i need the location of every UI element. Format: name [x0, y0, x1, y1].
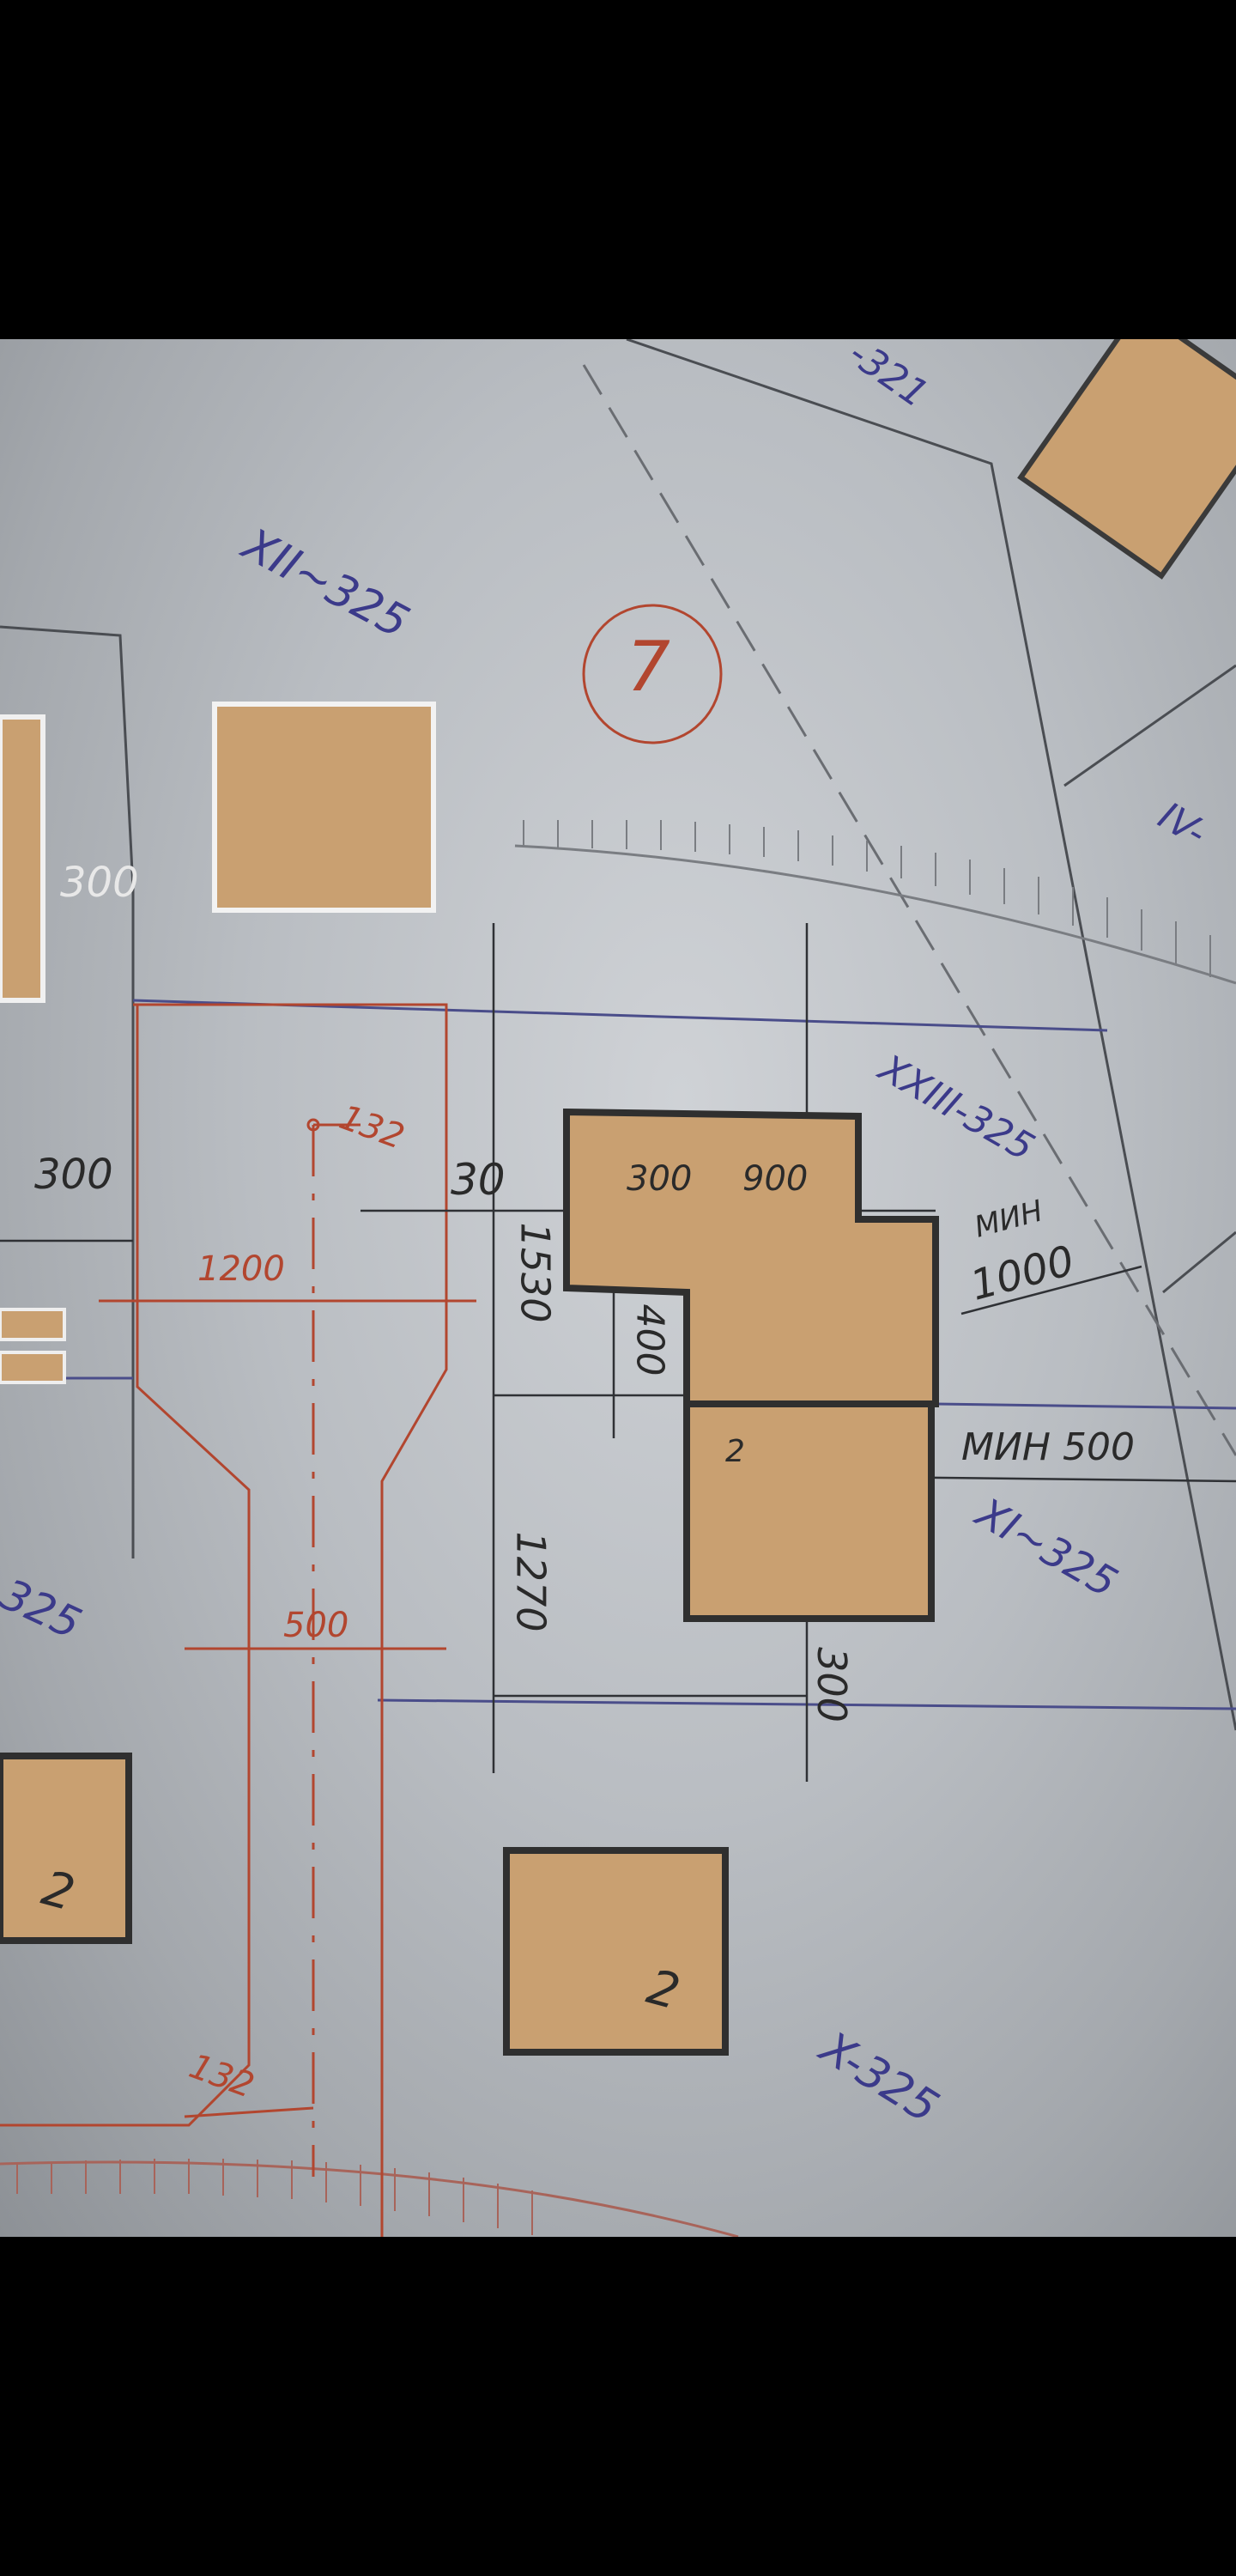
- dim-300-top: 300: [627, 1159, 693, 1199]
- dimension-lines: [0, 923, 1236, 1782]
- dim-min-500: МИН 500: [961, 1425, 1135, 1469]
- dim-1270: 1270: [507, 1531, 554, 1632]
- dim-400: 400: [627, 1303, 672, 1376]
- dashed-lines: [582, 364, 1236, 1456]
- site-plan-drawing: [0, 339, 1236, 2237]
- road-outline: [0, 1003, 476, 2237]
- bottom-black-bar: [0, 2237, 1236, 2576]
- building-number-main: 2: [725, 1434, 745, 1469]
- dim-300-circle: 300: [60, 859, 139, 907]
- dim-900: 900: [742, 1159, 809, 1199]
- dim-300-left: 300: [34, 1151, 113, 1199]
- buildings: [0, 339, 1236, 2056]
- top-black-bar: [0, 0, 1236, 339]
- dim-300-bottom: 300: [808, 1647, 855, 1722]
- dim-1530: 1530: [512, 1222, 559, 1323]
- parcel-lines: [0, 999, 1236, 1710]
- dim-30: 30: [451, 1155, 506, 1205]
- plot-boundaries: [0, 339, 1236, 1731]
- bottom-hatch: [0, 2159, 739, 2237]
- slope-hatch: [514, 820, 1236, 985]
- dim-1200: 1200: [197, 1249, 285, 1289]
- plot-number: 7: [627, 627, 670, 707]
- site-plan-photo: XII~325 XXIII-325 XI~325 X-325 IV- -321 …: [0, 339, 1236, 2237]
- plot-number-circle: [582, 604, 723, 744]
- dim-500-road: 500: [283, 1606, 349, 1645]
